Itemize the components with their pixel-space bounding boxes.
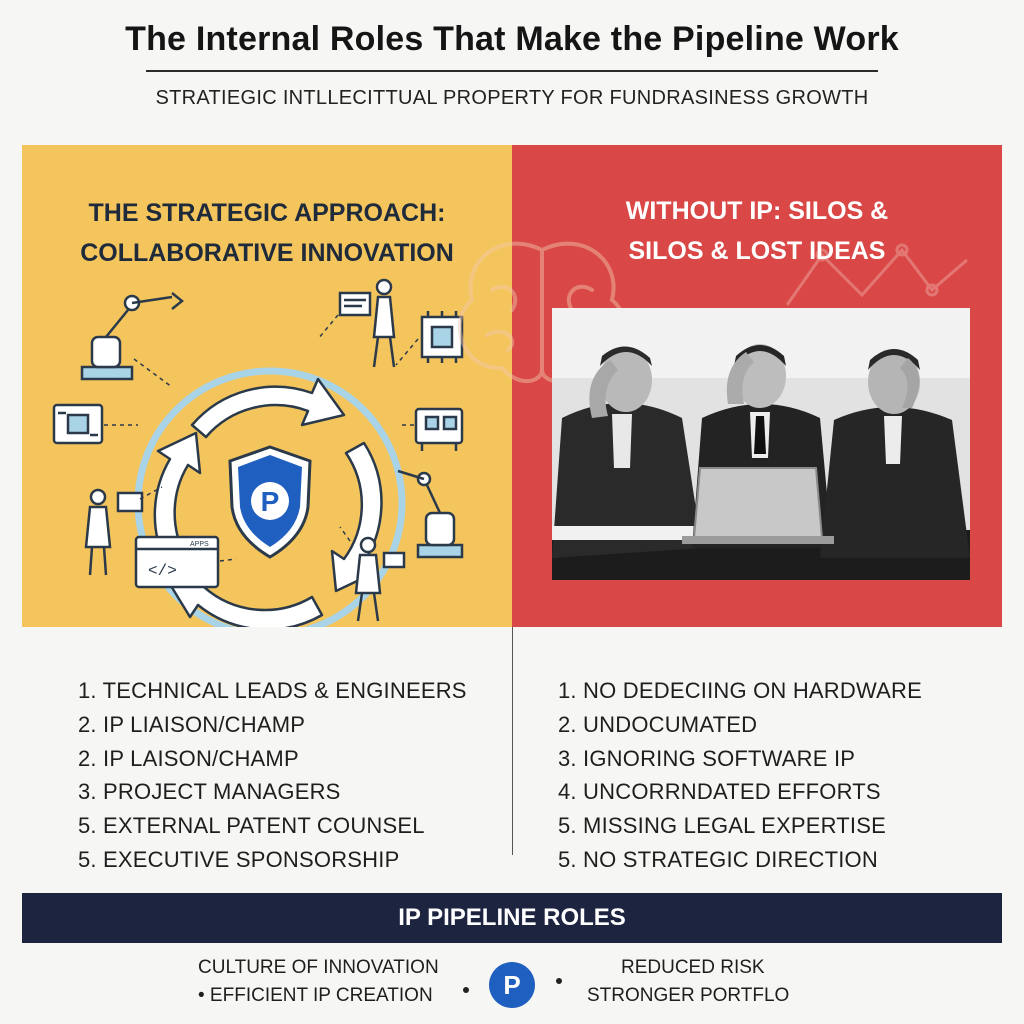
code-window-icon: </> APPS (134, 535, 220, 589)
svg-text:</>: </> (148, 562, 177, 580)
list-item: 1. NO DEDECIING ON HARDWARE (558, 678, 922, 703)
pipeline-logo-icon: P (489, 962, 535, 1008)
code-window-label: APPS (190, 541, 209, 548)
frustrated-businessmen-illustration (552, 308, 970, 580)
without-ip-heading-line2: SILOS & LOST IDEAS (628, 237, 886, 265)
businessman-right (820, 349, 970, 558)
connector-lines (104, 314, 419, 562)
engineer-figure-icon (338, 278, 396, 368)
list-item: 5. EXTERNAL PATENT COUNSEL (78, 813, 425, 839)
list-item: 5. MISSING LEGAL EXPERTISE (558, 813, 886, 839)
laptop-icon (682, 467, 834, 544)
list-item: 2. IP LAISON/CHAMP (78, 745, 299, 771)
robot-arm-2-icon (397, 469, 464, 559)
page-title: The Internal Roles That Make the Pipelin… (125, 20, 899, 58)
footer-bullet (556, 978, 562, 984)
without-ip-heading-line1: WITHOUT IP: SILOS & (625, 197, 889, 225)
title-divider (146, 70, 878, 72)
list-item: 5. EXECUTIVE SPONSORSHIP (78, 846, 400, 872)
footer-culture-text: CULTURE OF INNOVATION (198, 957, 439, 978)
hardware-device-icon (414, 407, 464, 451)
robot-arm-icon (80, 292, 185, 381)
pipeline-roles-banner: IP PIPELINE ROLES (22, 893, 1002, 943)
shield-icon: P (228, 445, 312, 559)
strategic-heading-line1: THE STRATEGIC APPROACH: (88, 199, 446, 227)
without-ip-heading: WITHOUT IP: SILOS & SILOS & LOST IDEAS (512, 191, 1002, 271)
scientist-figure-icon (84, 488, 144, 576)
strategic-approach-heading: THE STRATEGIC APPROACH: COLLABORATIVE IN… (22, 193, 512, 273)
businessman-left (552, 346, 712, 558)
footer-risk-text: REDUCED RISK (621, 957, 765, 978)
list-item: 3. PROJECT MANAGERS (78, 779, 341, 805)
list-item: 3. IGNORING SOFTWARE IP (558, 745, 856, 771)
list-item: 4. UNCORRNDATED EFFORTS (558, 779, 881, 805)
shield-letter: P (261, 486, 280, 517)
frustrated-team-photo (552, 308, 970, 580)
list-item: 2. IP LIAISON/CHAMP (78, 711, 306, 737)
footer-bullet (463, 987, 469, 993)
without-ip-panel: WITHOUT IP: SILOS & SILOS & LOST IDEAS (457, 145, 1002, 627)
list-item: 1. TECHNICAL LEADS & ENGINEERS (78, 678, 467, 703)
list-item: 5. NO STRATEGIC DIRECTION (558, 846, 878, 872)
page-subtitle: STRATIEGIC INTLLECITTUAL PROPERTY FOR FU… (155, 87, 869, 109)
network-watermark-icon (785, 243, 968, 306)
microchip-icon (420, 311, 464, 363)
collaboration-cycle-illustration: P (52, 278, 464, 627)
pitfalls-list: 1. NO DEDECIING ON HARDWARE 2. UNDOCUMAT… (558, 674, 922, 877)
list-item: 2. UNDOCUMATED (558, 711, 758, 737)
internal-roles-list: 1. TECHNICAL LEADS & ENGINEERS 2. IP LIA… (78, 674, 467, 877)
column-divider (512, 627, 513, 855)
footer-portfolio-text: STRONGER PORTFLO (587, 985, 790, 1006)
footer-efficiency-text: • EFFICIENT IP CREATION (198, 985, 433, 1006)
circuit-board-icon (52, 403, 104, 445)
strategic-approach-panel: THE STRATEGIC APPROACH: COLLABORATIVE IN… (22, 145, 512, 627)
technician-figure-icon (354, 536, 406, 622)
strategic-heading-line2: COLLABORATIVE INNOVATION (80, 239, 454, 267)
